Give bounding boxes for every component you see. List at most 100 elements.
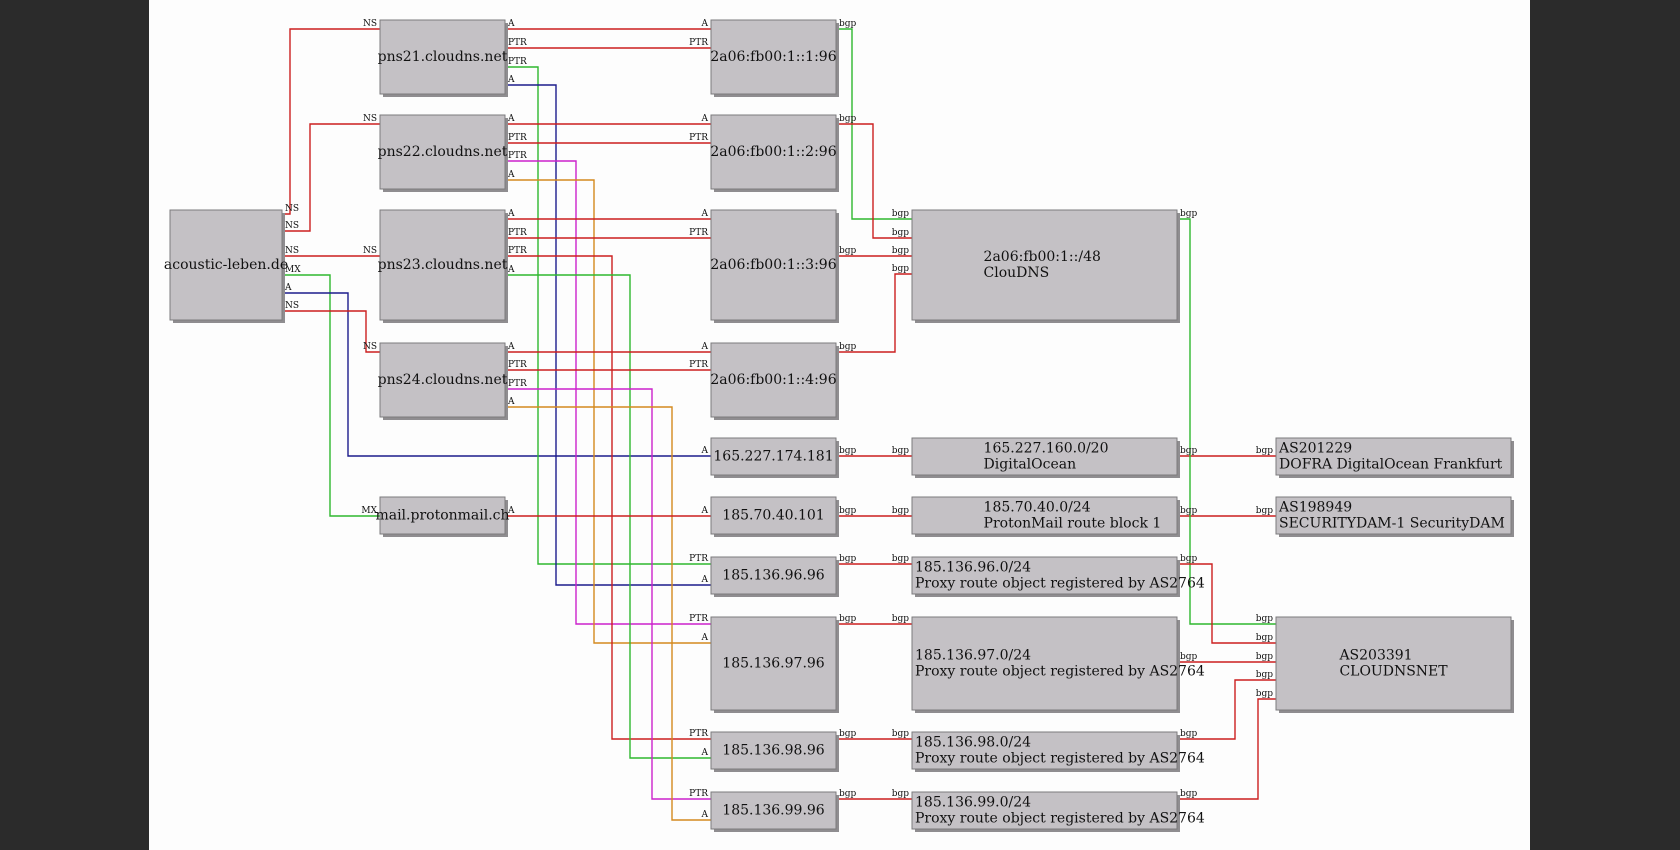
node-165-227-174-181: 165.227.174.181 [710,437,839,478]
node-box [379,114,506,190]
port-label-to: NS [363,246,377,256]
node-label: acoustic-leben.de [164,257,288,273]
port-label-from: bgp [1180,506,1198,516]
port-label-from: A [507,114,515,124]
node-2a06-fb00-1-4-96: 2a06:fb00:1::4:96 [710,342,839,420]
port-label-from: PTR [508,379,527,389]
port-label-from: A [507,75,515,85]
port-label-to: bgp [1256,506,1274,516]
node-box [710,616,837,711]
port-label-to: bgp [892,209,910,219]
edge-pns22-to-ip97 [505,160,711,625]
dns-dependency-diagram: acoustic-leben.de pns21.cloudns.net pns22.… [164,19,1514,832]
node-box [911,731,1178,770]
port-label-from: PTR [508,57,527,67]
node-box [169,209,283,321]
node-label: 185.136.99.0/24 [915,795,1031,811]
port-label-to: bgp [892,246,910,256]
port-label-to: A [701,446,709,456]
node-label: Proxy route object registered by AS2764 [915,811,1205,827]
port-label-to: A [701,19,709,29]
port-label-from: NS [285,246,299,256]
node-label: DigitalOcean [984,457,1077,473]
node-box [710,342,837,418]
node-2a06-fb00-1-3-96: 2a06:fb00:1::3:96 [710,209,839,323]
port-label-to: A [701,748,709,758]
node-2a06-fb00-1-2-96: 2a06:fb00:1::2:96 [710,114,839,192]
port-label-from: bgp [1180,554,1198,564]
port-label-from: A [507,342,515,352]
port-label-to: bgp [892,264,910,274]
node-label: mail.protonmail.ch [375,508,509,524]
node-label: DOFRA DigitalOcean Frankfurt [1279,457,1503,473]
port-label-from: bgp [839,446,857,456]
node-box [1275,616,1512,711]
port-label-to: bgp [892,789,910,799]
node-185-70-40-101: 185.70.40.101 [710,496,839,537]
port-label-to: bgp [892,554,910,564]
port-label-to: A [701,575,709,585]
node-label: pns21.cloudns.net [378,49,508,65]
port-label-from: A [507,19,515,29]
port-label-to: PTR [689,614,708,624]
port-label-to: bgp [892,506,910,516]
edges-layer [282,28,1276,821]
port-label-from: PTR [508,360,527,370]
port-label-to: A [701,810,709,820]
port-label-to: bgp [892,729,910,739]
port-label-from: NS [285,301,299,311]
port-label-from: PTR [508,38,527,48]
node-box [911,437,1178,476]
node-box [379,209,506,321]
edge-acoustic-to-pns24 [282,310,380,353]
port-label-from: MX [285,265,301,275]
node-box [710,731,837,770]
node-label: 185.136.99.96 [722,803,825,819]
node-185-136-97-96: 185.136.97.96 [710,616,839,713]
port-label-to: NS [363,342,377,352]
node-185-136-99-96: 185.136.99.96 [710,791,839,832]
port-label-from: bgp [839,506,857,516]
port-label-from: bgp [1180,652,1198,662]
node-label: 2a06:fb00:1::4:96 [710,372,836,388]
node-box [911,556,1178,595]
port-label-to: bgp [1256,633,1274,643]
node-pns23-cloudns-net: pns23.cloudns.net [378,209,508,323]
node-box [379,342,506,418]
node-label: SECURITYDAM-1 SecurityDAM [1279,516,1505,532]
node-mail-protonmail-ch: mail.protonmail.ch [375,496,510,537]
port-label-from: A [507,209,515,219]
node-acoustic-leben-de: acoustic-leben.de [164,209,288,323]
edge-v6_4-to-cloudns_v6 [836,273,912,353]
node-label: 165.227.160.0/20 [984,441,1109,457]
node-label: AS201229 [1278,441,1352,457]
port-label-to: bgp [1256,614,1274,624]
edge-acoustic-to-pns22 [282,123,380,232]
port-label-from: PTR [508,228,527,238]
node-label: AS203391 [1338,648,1412,664]
node-label: 165.227.174.181 [713,449,833,465]
port-label-from: bgp [839,729,857,739]
port-label-to: bgp [1256,670,1274,680]
node-label: pns22.cloudns.net [378,144,508,160]
node-box [1275,437,1512,476]
node-label: 185.136.98.0/24 [915,735,1031,751]
port-label-from: bgp [839,554,857,564]
port-label-to: A [701,342,709,352]
edge-pns24-to-ip99 [505,388,711,800]
port-label-from: PTR [508,151,527,161]
port-label-from: A [507,506,515,516]
port-label-to: bgp [1256,652,1274,662]
port-label-from: NS [285,221,299,231]
node-185-136-98-96: 185.136.98.96 [710,731,839,772]
edge-net98-to-as203391 [1177,679,1276,740]
port-label-to: PTR [689,729,708,739]
port-label-from: bgp [839,114,857,124]
port-label-to: A [701,114,709,124]
port-label-to: bgp [1256,689,1274,699]
